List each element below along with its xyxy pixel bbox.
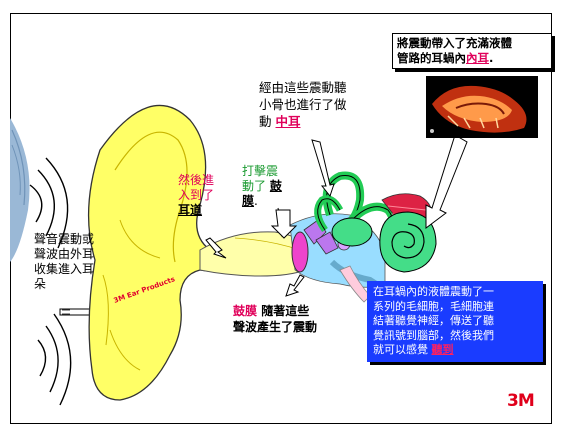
label-outer-ear: 聲音震動或 聲波由外耳 收集進入耳 朵 [34, 232, 94, 292]
middle-line-1: 經由這些震動聽 [259, 80, 347, 95]
sound-waves-lower [37, 313, 72, 406]
inner-highlight: 內耳 [466, 51, 489, 65]
inner-line-2: 管路的耳蝸內 [397, 51, 466, 65]
arrow-eardrum-hit-shape [270, 209, 298, 239]
vibrate-line-1: 隨著這些 [261, 304, 310, 318]
outer-ear-line-1: 聲音震動或 [34, 232, 95, 246]
cochlea-line-2: 系列的毛細胞，毛細胞連 [373, 299, 494, 313]
label-eardrum-hit: 打擊震 動了 鼓 膜. [242, 164, 282, 209]
arrow-vibrate [285, 274, 305, 297]
canal-line-2: 入到了 [178, 188, 215, 202]
label-eardrum-vibrate: 鼓膜 隨著這些 聲波產生了震動 [233, 303, 317, 335]
eardrum [291, 231, 309, 273]
eardrum-hit-drum: 鼓 [269, 179, 282, 193]
background-shape [10, 118, 30, 262]
cochlea-line-1: 在耳蝸內的液體震動了一 [373, 285, 494, 298]
arrow-middle-ear [311, 139, 335, 198]
inner-line-1: 將震動帶入了充滿液體 [397, 36, 512, 50]
canal-line-1: 然後進 [178, 173, 215, 187]
outer-ear-line-2: 聲波由外耳 [34, 247, 95, 261]
label-ear-canal: 然後進 入到了 耳道 [178, 173, 214, 218]
3m-logo: 3M [507, 391, 535, 411]
inner-period: . [489, 51, 494, 65]
label-middle-ear: 經由這些震動聽 小骨也進行了做 動 中耳 [259, 79, 347, 130]
outer-ear [87, 104, 257, 401]
middle-line-3: 動 [259, 114, 272, 129]
ear-canal [199, 231, 306, 277]
eardrum-hit-period: . [254, 194, 258, 208]
cochlea-line-5: 就可以感覺 [373, 343, 428, 356]
inner-ear-box: 將震動帶入了充滿液體 管路的耳蝸內內耳. [392, 33, 552, 69]
cochlea-line-4: 覺訊號到腦部，然後我們 [373, 328, 494, 342]
middle-line-2: 小骨也進行了做 [259, 97, 347, 112]
arrow-inner-ear [425, 134, 468, 229]
cochlea-info-box: 在耳蝸內的液體震動了一 系列的毛細胞，毛細胞連 結著聽覺神經，傳送了聽 覺訊號到… [367, 281, 543, 362]
middle-highlight: 中耳 [275, 114, 301, 129]
eardrum-hit-line-2: 動了 [242, 179, 267, 193]
vibrate-line-2: 聲波產生了震動 [233, 320, 318, 334]
pointer-arrows [205, 134, 468, 297]
outer-ear-line-4: 朵 [34, 277, 47, 291]
eardrum-hit-line-3: 膜 [242, 194, 255, 208]
cochlea-line-3: 結著聽覺神經，傳送了聽 [373, 314, 494, 327]
canal-line-3: 耳道 [178, 203, 203, 217]
cochlea [379, 211, 437, 273]
arrow-canal [205, 237, 227, 259]
cochlea-highlight: 聽到 [431, 343, 454, 356]
sound-waves-upper [29, 157, 69, 249]
outer-ear-line-3: 收集進入耳 [34, 262, 95, 276]
vibrate-highlight: 鼓膜 [233, 304, 258, 318]
cochlea-photo-inset [426, 76, 538, 138]
eardrum-hit-line-1: 打擊震 [242, 164, 279, 178]
